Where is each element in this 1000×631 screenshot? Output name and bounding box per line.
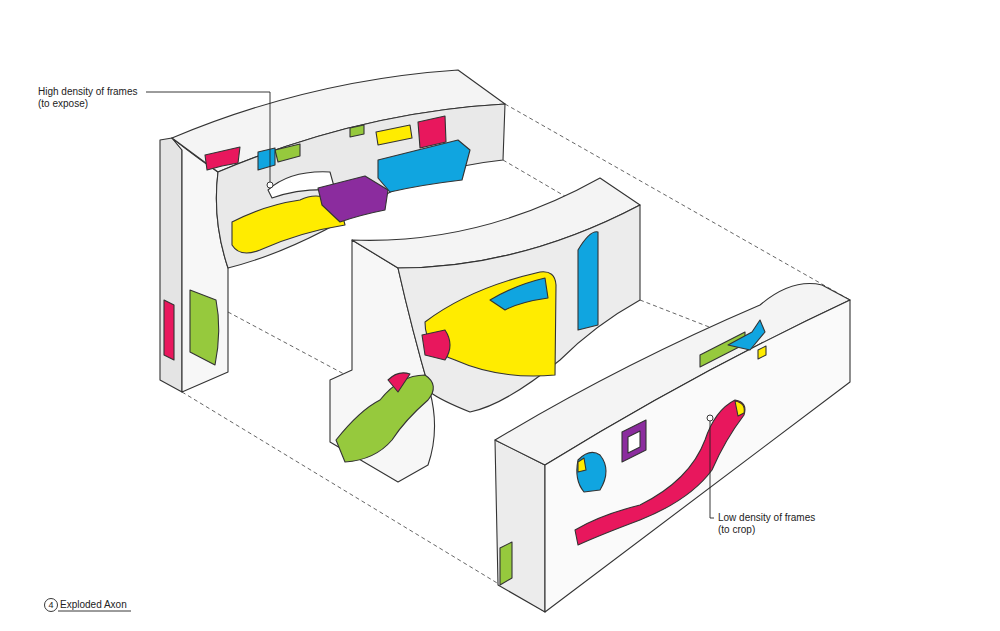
view-title: Exploded Axon: [60, 599, 127, 611]
frame-pink: [388, 373, 410, 392]
wall-end: [495, 440, 545, 612]
frame-pink: [575, 400, 745, 545]
frame-yellow: [578, 458, 586, 472]
frame-green: [190, 290, 219, 365]
frame-green: [275, 144, 300, 162]
leader-dot: [267, 182, 273, 188]
leader-lines: [45, 92, 715, 612]
frame-purple: [622, 420, 646, 462]
title-underline: [58, 611, 131, 612]
leader-line: [146, 92, 270, 182]
frame-green: [350, 125, 364, 137]
frame-blue: [490, 278, 548, 310]
wall-face: [545, 300, 850, 612]
frame-blue: [258, 148, 275, 170]
leader-dot: [707, 415, 713, 421]
projection-lines: [182, 104, 850, 612]
leader-line: [710, 421, 714, 518]
frame-opening: [628, 431, 640, 453]
frame-purple: [318, 176, 388, 222]
frame-green: [336, 375, 433, 462]
frame-yellow: [376, 125, 412, 145]
front-wall: [495, 284, 850, 612]
frame-blue: [378, 140, 470, 192]
callout-number: 4: [48, 600, 53, 610]
frame-pink: [422, 330, 450, 360]
annotation-label: Low density of frames (to crop): [718, 512, 824, 536]
frame-pink: [418, 116, 446, 148]
frame-green: [700, 332, 745, 367]
frame-yellow: [758, 346, 766, 359]
callout-circle: [45, 599, 58, 612]
frame-blue: [577, 452, 606, 492]
annotation-label: High density of frames (to expose): [38, 86, 144, 110]
frame-green: [500, 542, 512, 585]
wall-end: [160, 138, 182, 392]
frame-blue: [578, 232, 598, 330]
frame-pink: [164, 300, 174, 360]
frame-blue: [728, 320, 765, 350]
frame-pink: [205, 147, 240, 170]
frame-yellow: [735, 401, 744, 416]
